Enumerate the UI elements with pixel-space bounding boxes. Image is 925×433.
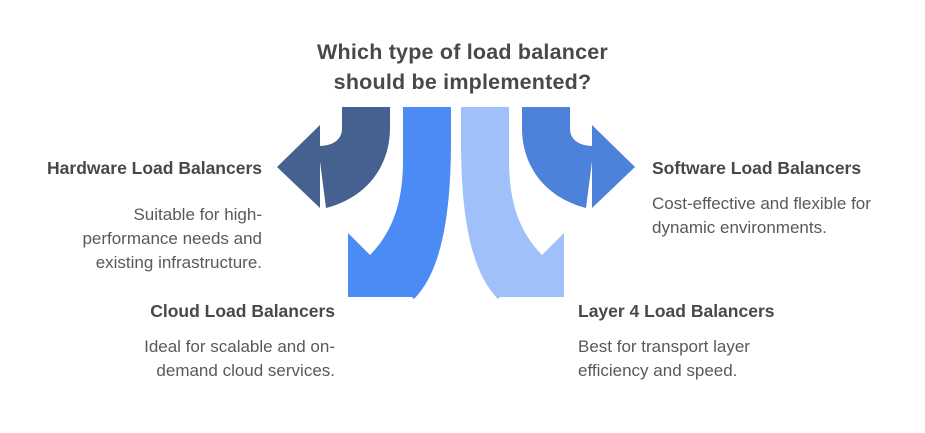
cloud-arrow [348,107,451,299]
hardware-arrow-ribbon [318,107,390,208]
section-body-line: dynamic environments. [652,218,827,237]
layer4-arrow-ribbon [461,107,543,299]
section-body-line: demand cloud services. [156,361,335,380]
software-arrow-head [592,125,635,208]
software-arrow-ribbon [522,107,594,208]
cloud-arrow-head [348,233,412,297]
section-heading: Hardware Load Balancers [47,158,262,178]
section-heading: Software Load Balancers [652,158,862,178]
diagram-title-line-1: Which type of load balancer [317,40,608,64]
hardware-arrow-head [277,125,320,208]
section-layer4-load-balancers: Layer 4 Load Balancers Best for transpor… [578,299,917,383]
section-body: Ideal for scalable and on- demand cloud … [0,335,335,383]
section-software-load-balancers: Software Load Balancers Cost-effective a… [652,156,917,240]
layer4-arrow [461,107,564,299]
section-body: Suitable for high- performance needs and… [0,203,262,275]
section-body-line: performance needs and [82,229,262,248]
section-body: Best for transport layer efficiency and … [578,335,917,383]
hardware-arrow [277,107,390,208]
section-hardware-load-balancers: Hardware Load Balancers Suitable for hig… [0,156,262,275]
section-body-line: existing infrastructure. [95,253,262,272]
software-arrow [522,107,635,208]
section-body-line: Suitable for high- [133,205,262,224]
layer4-arrow-head [500,233,564,297]
diagram-title-line-2: should be implemented? [333,70,592,94]
section-body-line: Cost-effective and flexible for [652,194,871,213]
cloud-arrow-ribbon [369,107,451,299]
section-heading: Layer 4 Load Balancers [578,301,775,321]
section-cloud-load-balancers: Cloud Load Balancers Ideal for scalable … [0,299,335,383]
section-heading: Cloud Load Balancers [150,301,335,321]
section-body: Cost-effective and flexible for dynamic … [652,192,917,240]
section-body-line: Ideal for scalable and on- [144,337,335,356]
section-body-line: Best for transport layer [578,337,750,356]
diagram-title: Which type of load balancer should be im… [0,37,925,97]
section-body-line: efficiency and speed. [578,361,738,380]
